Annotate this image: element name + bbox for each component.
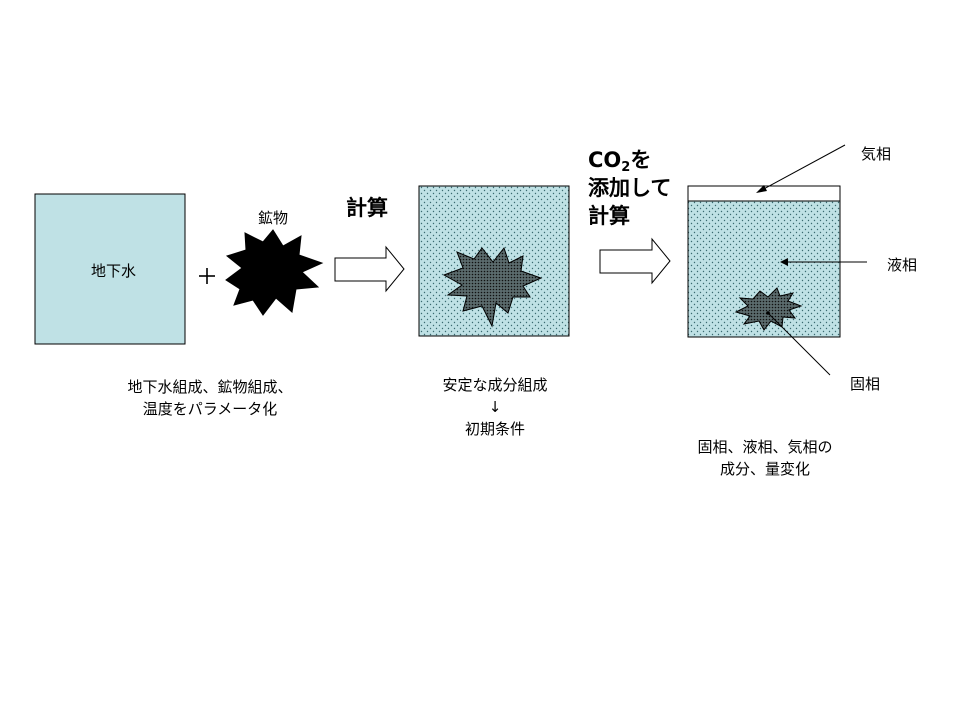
plus-icon — [199, 268, 215, 284]
stage1-caption: 地下水組成、鉱物組成、 温度をパラメータ化 — [90, 376, 330, 420]
mineral-starburst-icon — [225, 229, 324, 316]
gas-leader-line — [756, 144, 846, 193]
liquid-leader-line — [780, 258, 867, 266]
stage2-caption: 安定な成分組成 ↓ 初期条件 — [410, 374, 580, 440]
mineral-in-water-starburst-icon — [442, 246, 543, 328]
stage2-caption-line1: 安定な成分組成 — [442, 376, 548, 394]
add-co2-label: CO2を 添加して 計算 — [588, 146, 671, 230]
stage3-caption-line2: 成分、量変化 — [719, 460, 810, 478]
calculate-label: 計算 — [346, 196, 388, 220]
solid-leader-line — [766, 311, 831, 376]
add-co2-line3: 計算 — [588, 204, 630, 228]
gas-phase-label: 気相 — [861, 145, 892, 163]
stage1-caption-line2: 温度をパラメータ化 — [142, 400, 278, 418]
stage3-caption-line1: 固相、液相、気相の — [697, 438, 833, 456]
block-arrow-right-icon — [334, 245, 405, 293]
liquid-phase-label: 液相 — [887, 256, 918, 274]
groundwater-label: 地下水 — [91, 262, 137, 280]
mineral-label: 鉱物 — [258, 209, 289, 227]
solid-phase-label: 固相 — [850, 375, 881, 393]
add-co2-line1: CO2を — [588, 148, 652, 175]
stage1-caption-line1: 地下水組成、鉱物組成、 — [127, 378, 293, 396]
stage3-caption: 固相、液相、気相の 成分、量変化 — [680, 436, 850, 480]
add-co2-line2: 添加して — [588, 176, 672, 200]
stage2-caption-line2: 初期条件 — [464, 420, 525, 438]
stage2-caption-arrow: ↓ — [488, 398, 502, 416]
block-arrow-right-icon — [599, 237, 671, 285]
groundwater-box — [34, 193, 186, 345]
